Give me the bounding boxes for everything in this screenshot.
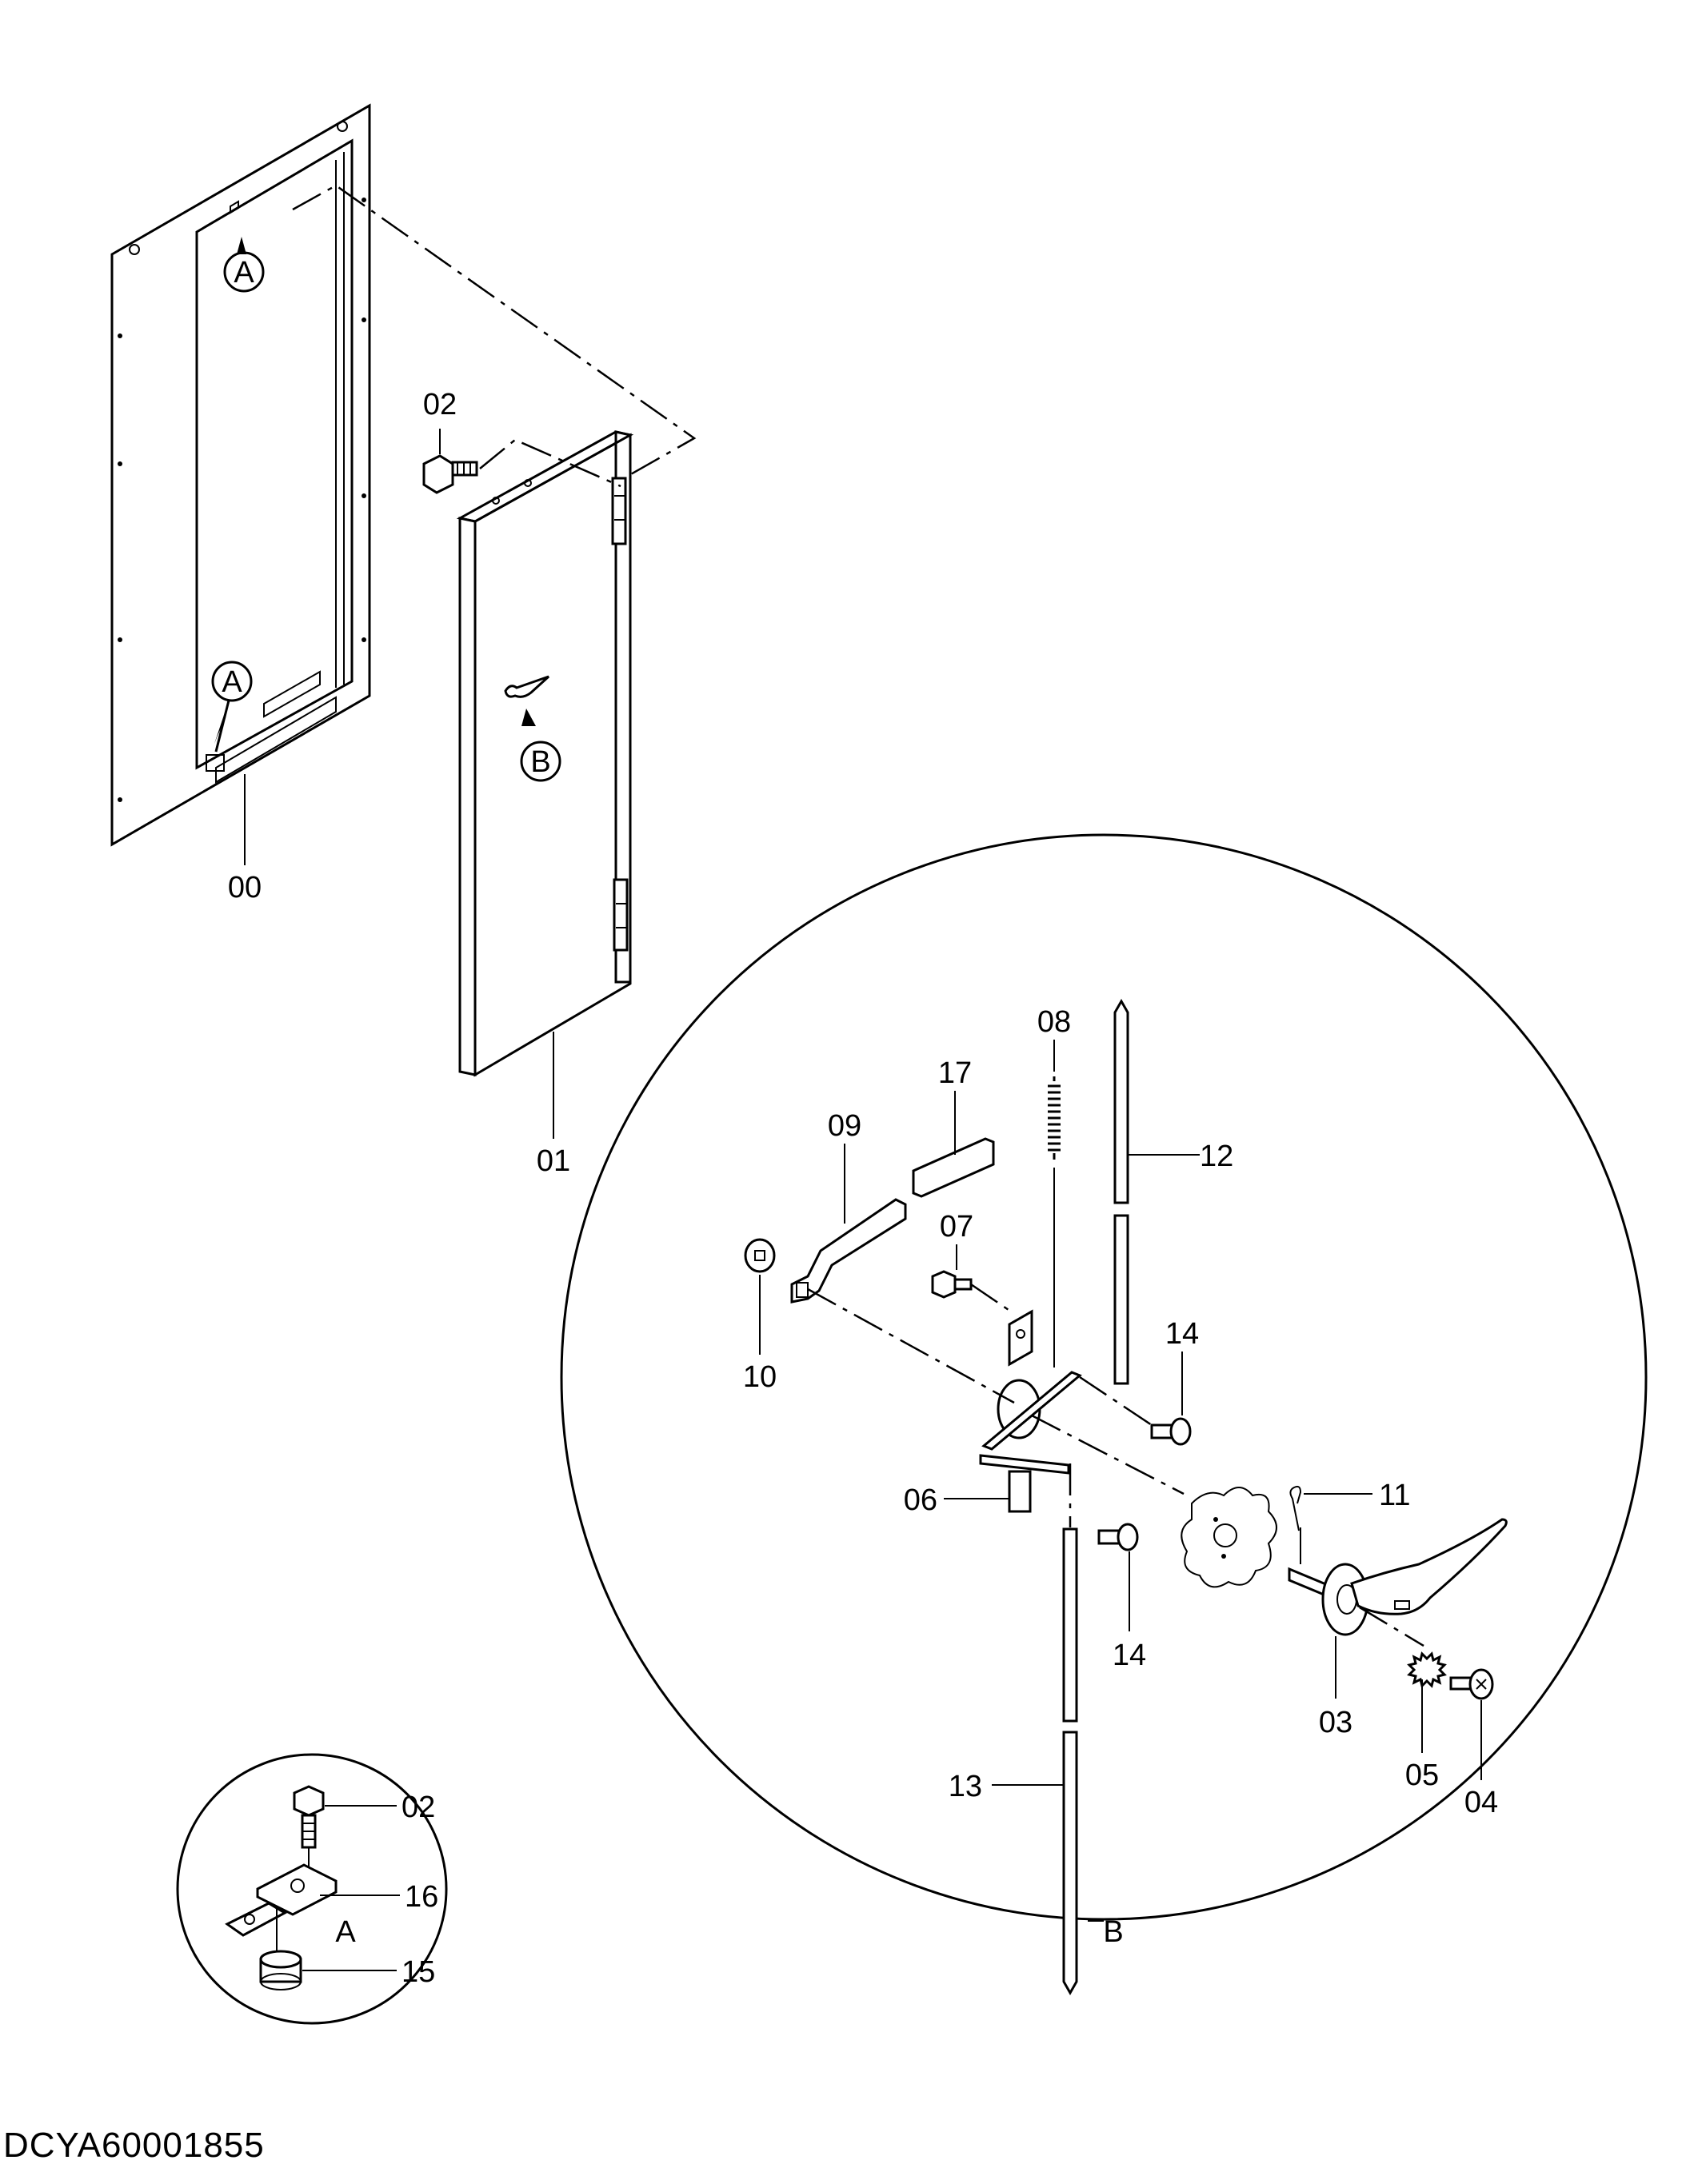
label-04: 04	[1464, 1786, 1498, 1819]
bolt-07	[931, 1270, 1012, 1313]
stopper	[744, 1238, 776, 1273]
label-11: 11	[1379, 1479, 1410, 1512]
label-09: 09	[828, 1109, 861, 1143]
label-05: 05	[1405, 1759, 1439, 1792]
rod-upper	[1113, 998, 1129, 1385]
lock-washer	[1407, 1651, 1447, 1688]
bolt-02-top	[422, 438, 621, 494]
detail-b-label: B	[1103, 1915, 1123, 1949]
label-14-lower: 14	[1113, 1639, 1146, 1672]
screw	[1449, 1668, 1494, 1700]
pad	[912, 1137, 995, 1198]
spring	[1048, 1076, 1061, 1367]
detail-a-cushion	[259, 1950, 302, 1990]
detail-a-bolt	[293, 1785, 325, 1889]
detail-b-circle	[560, 833, 1648, 1921]
document-code: DCYA60001855	[3, 2126, 265, 2165]
pin-upper	[1079, 1375, 1192, 1446]
label-13: 13	[949, 1770, 982, 1803]
lever-handle	[1288, 1518, 1508, 1647]
detail-a-label: A	[335, 1915, 356, 1949]
callout-a-top-label: A	[234, 256, 254, 289]
detail-a-circle	[176, 1753, 448, 2025]
label-a-16: 16	[405, 1880, 438, 1914]
pin-lower	[1097, 1523, 1139, 1551]
rod-lower	[1062, 1463, 1078, 1996]
label-12: 12	[1200, 1140, 1233, 1173]
latch-arm	[790, 1198, 907, 1304]
label-a-02: 02	[402, 1791, 435, 1824]
cotter-pin	[1289, 1485, 1302, 1564]
label-14-upper: 14	[1165, 1317, 1199, 1351]
callout-a-bottom-label: A	[222, 665, 242, 699]
label-a-15: 15	[402, 1955, 435, 1989]
frame-panel	[110, 103, 371, 847]
door-plate-section	[1181, 1487, 1277, 1588]
detail-a-bracket	[225, 1863, 338, 1951]
label-06: 06	[904, 1483, 937, 1517]
label-01: 01	[537, 1144, 570, 1178]
label-17: 17	[938, 1056, 972, 1090]
callout-b: B	[520, 709, 561, 782]
callout-b-label: B	[530, 745, 550, 779]
label-07: 07	[940, 1210, 973, 1244]
callout-a-top: A	[223, 237, 265, 293]
label-10: 10	[743, 1360, 777, 1394]
label-02-top: 02	[423, 388, 457, 421]
door-panel	[456, 430, 634, 1077]
latch-bracket	[807, 1288, 1185, 1513]
label-08: 08	[1037, 1005, 1071, 1039]
hinge-leader	[292, 184, 697, 480]
label-03: 03	[1319, 1706, 1352, 1739]
label-00: 00	[228, 871, 262, 904]
callout-a-bottom: A	[211, 661, 253, 753]
